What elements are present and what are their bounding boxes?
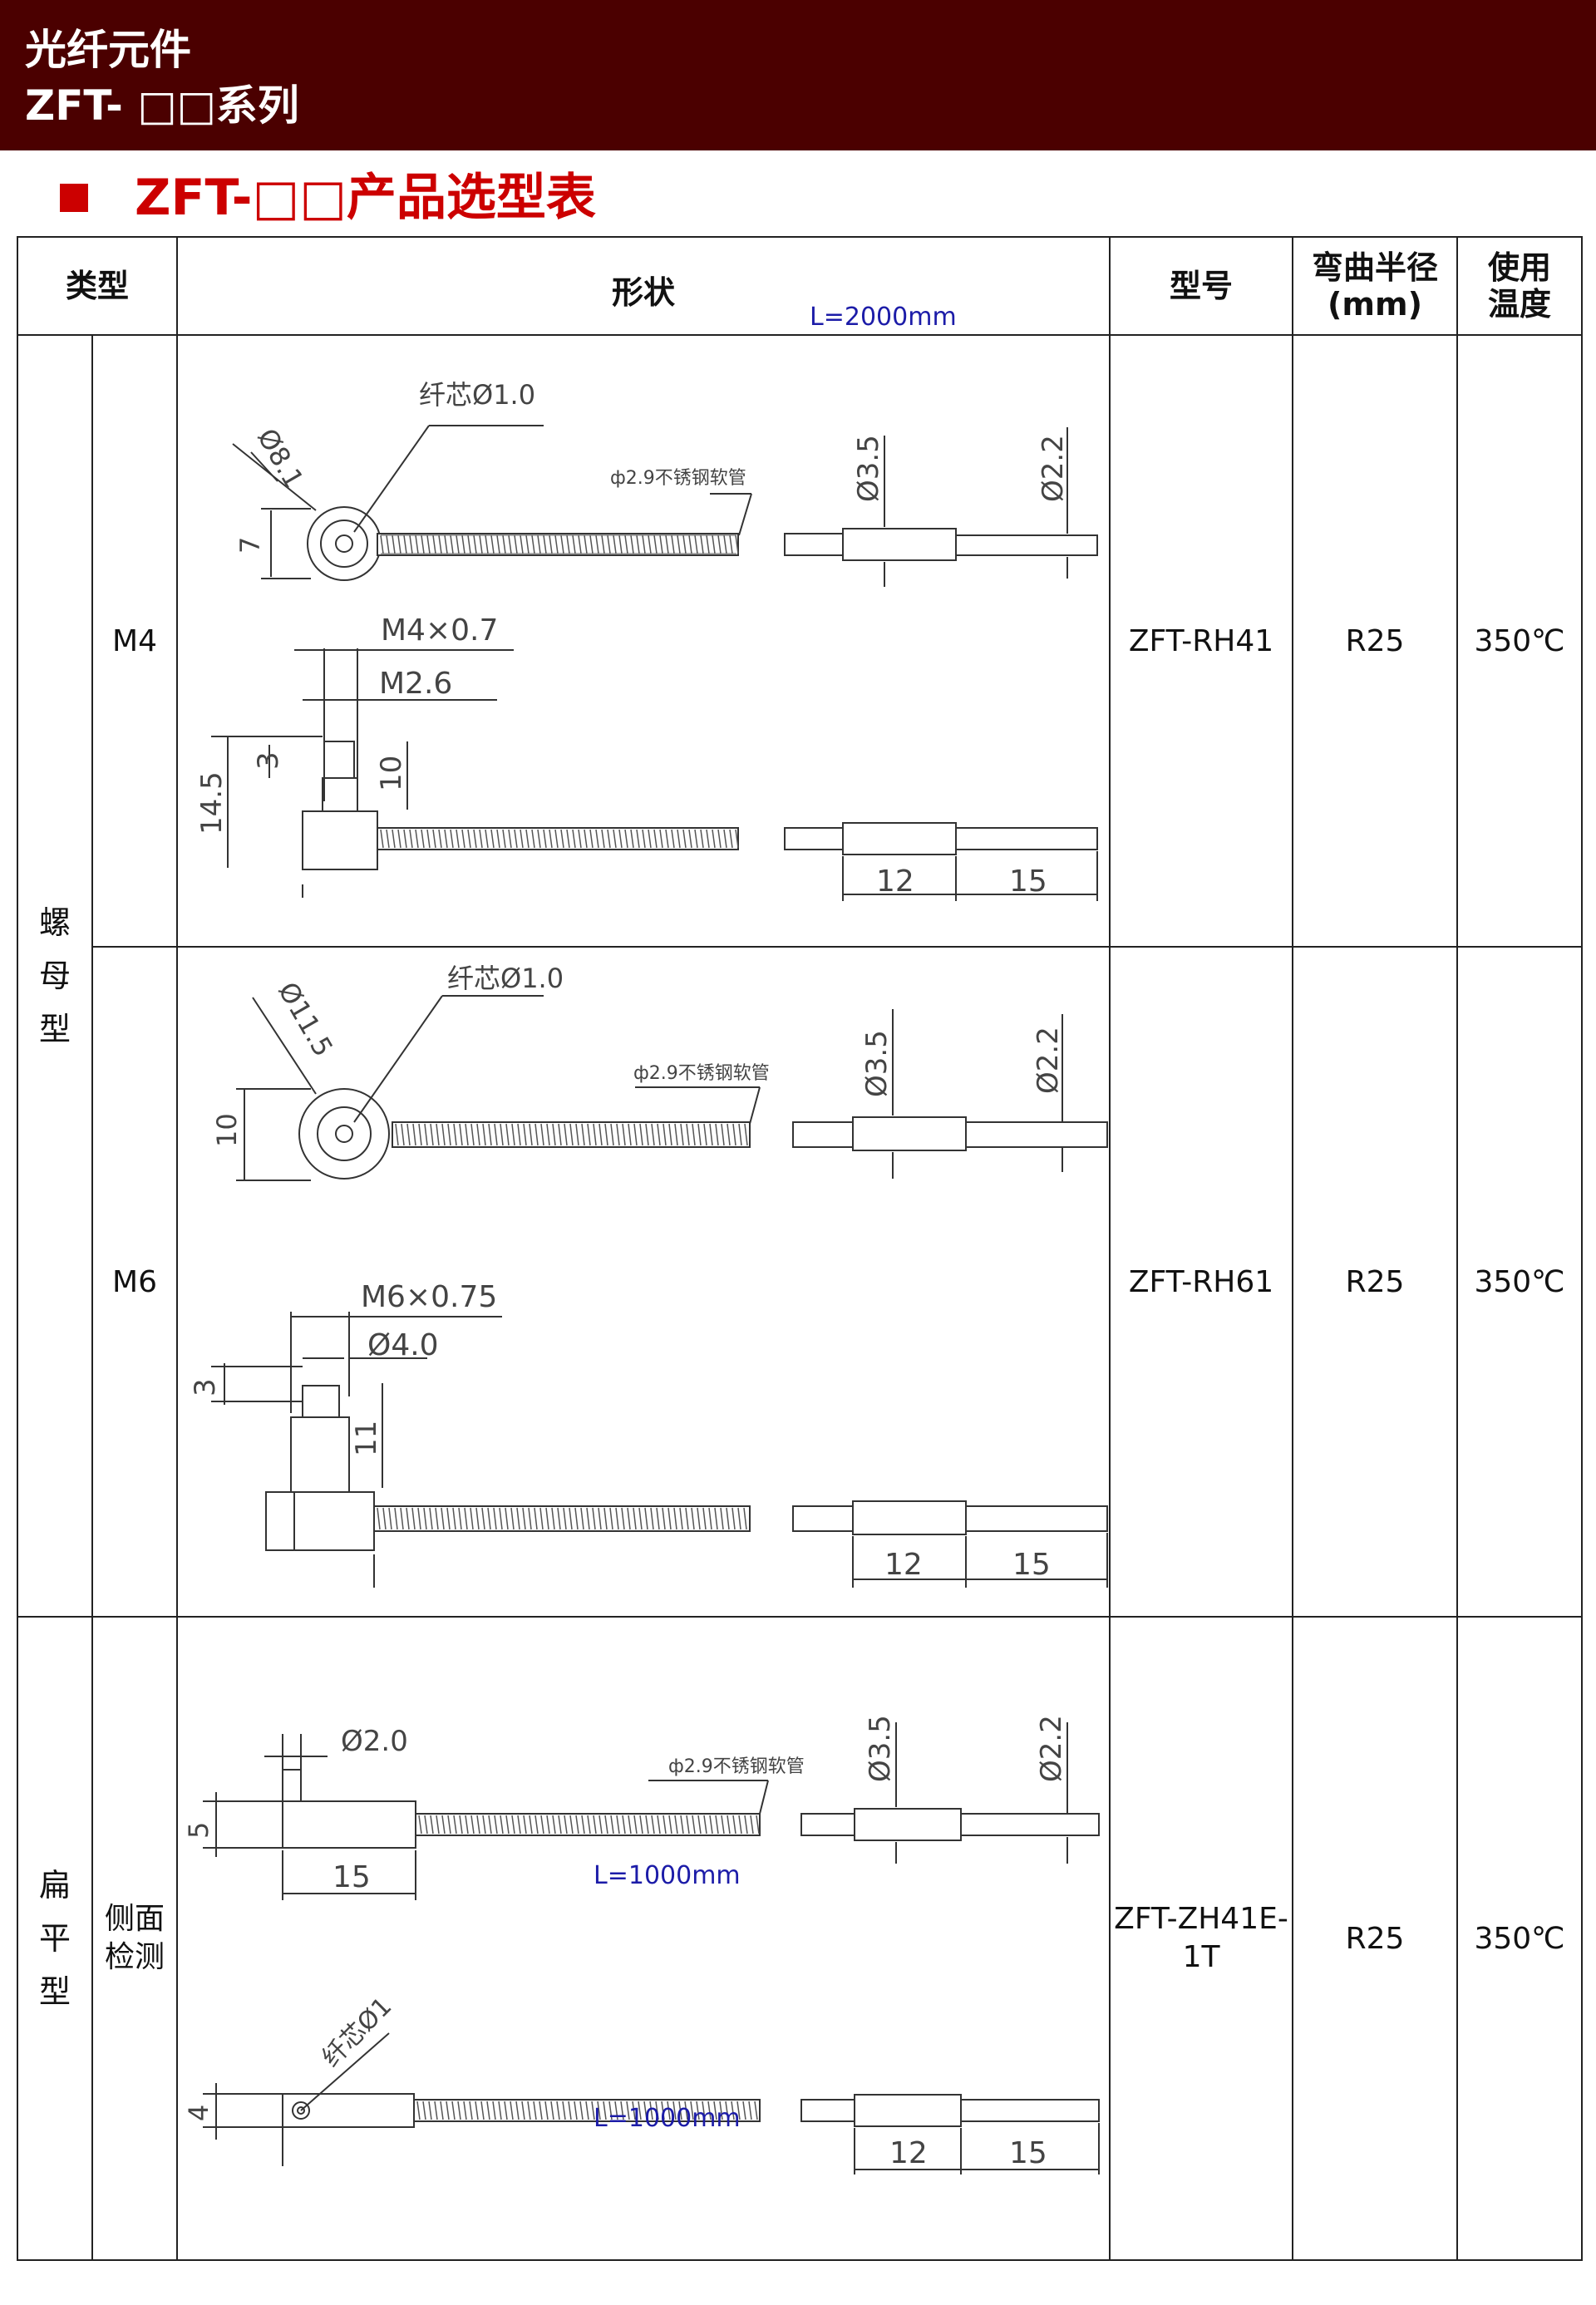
flat-body-top — [282, 1800, 417, 1849]
m4-tip-dia-label: Ø2.2 — [1037, 435, 1070, 502]
m6-tip-len-label: 3 — [189, 1378, 222, 1396]
m6-nut-height-label: 10 — [211, 1113, 243, 1147]
flat-length-note-2: L=1000mm — [594, 2104, 741, 2133]
section-heading: ZFT-□□产品选型表 — [60, 169, 596, 227]
subtype-cell: M4 — [91, 334, 179, 948]
table-header-row: 类型 形状 L=2000mm 型号 弯曲半径 (mm) 使用 温度 — [16, 236, 1584, 336]
temperature-cell: 350℃ — [1456, 1616, 1584, 2261]
header-temperature: 使用 温度 — [1456, 236, 1584, 336]
header-type: 类型 — [16, 236, 179, 336]
flat-pin-dia-label: Ø2.0 — [341, 1725, 408, 1758]
group-label: 扁平型 — [39, 1867, 71, 2010]
temperature-cell: 350℃ — [1456, 946, 1584, 1618]
m6-sleeve-len-label: 12 — [884, 1548, 923, 1582]
model-cell: ZFT-RH61 — [1109, 946, 1294, 1618]
table-row: M6 — [17, 946, 1584, 1618]
flat-sleeve-len-label: 12 — [889, 2136, 928, 2170]
m4-sleeve-len-label: 12 — [876, 864, 914, 899]
m6-fiber-core-label: 纤芯Ø1.0 — [447, 963, 564, 994]
group-cell-flat: 扁平型 — [17, 1616, 93, 2261]
m6-tip-dia-label: Ø2.2 — [1032, 1027, 1065, 1094]
group-label: 螺母型 — [39, 904, 71, 1047]
bend-radius-cell: R25 — [1292, 946, 1459, 1618]
flat-tube-label: ф2.9不锈钢软管 — [668, 1756, 805, 1777]
m6-sleeve-top — [852, 1116, 968, 1151]
m4-nut-dia-label: Ø8.1 — [251, 423, 310, 494]
drawing-cell-m6: 纤芯Ø1.0 Ø11.5 10 ф2.9不锈钢软管 Ø3.5 Ø2.2 M6×0… — [176, 946, 1111, 1618]
m4-thread-len-label: 10 — [375, 756, 408, 791]
flat-side-height-label: 4 — [183, 2105, 214, 2121]
page-header: 光纤元件 ZFT- □□系列 — [0, 0, 1596, 150]
m4-tip-len2-label: 15 — [1009, 864, 1047, 899]
m4-technical-drawing: 纤芯Ø1.0 Ø8.1 7 ф2.9不锈钢软管 Ø3.5 Ø2.2 M4×0.7… — [195, 379, 1099, 901]
flat-tip-len2-label: 15 — [1009, 2136, 1047, 2170]
tube-coil-hatching — [380, 829, 739, 849]
flat-sleeve-dia-label: Ø3.5 — [864, 1715, 897, 1782]
m4-sleeve-side — [842, 822, 958, 855]
header-title: 光纤元件 — [25, 26, 191, 74]
m4-nut-side-view — [302, 810, 379, 870]
header-model: 型号 — [1109, 236, 1294, 336]
tube-coil-hatching — [418, 1815, 760, 1835]
drawing-cell-m4: 纤芯Ø1.0 Ø8.1 7 ф2.9不锈钢软管 Ø3.5 Ø2.2 M4×0.7… — [176, 334, 1111, 948]
flat-tip-dia-label: Ø2.2 — [1035, 1715, 1068, 1782]
m6-sleeve-side — [852, 1500, 968, 1535]
header-bend-radius: 弯曲半径 (mm) — [1292, 236, 1459, 336]
tube-coil-hatching — [377, 1507, 747, 1530]
m4-nut-height-label: 7 — [234, 537, 266, 554]
m6-tube-label: ф2.9不锈钢软管 — [633, 1063, 770, 1084]
m4-total-height-label: 14.5 — [195, 771, 229, 835]
model-cell: ZFT-RH41 — [1109, 334, 1294, 948]
m6-nut-side-view — [265, 1491, 376, 1551]
m6-sleeve-dia-label: Ø3.5 — [860, 1030, 894, 1097]
drawing-cell-flat: Ø2.0 5 15 ф2.9不锈钢软管 L=1000mm Ø3.5 Ø2.2 纤… — [176, 1616, 1111, 2261]
m6-thread-label: M6×0.75 — [361, 1280, 497, 1314]
m4-nut-top-view — [307, 506, 382, 581]
m4-tip-len-label: 3 — [252, 751, 285, 770]
model-cell: ZFT-ZH41E- 1T — [1109, 1616, 1294, 2261]
m4-thread-label: M4×0.7 — [381, 613, 498, 648]
m4-sleeve-dia-label: Ø3.5 — [852, 435, 885, 502]
m4-fiber-core-label: 纤芯Ø1.0 — [419, 379, 535, 411]
flat-technical-drawing: Ø2.0 5 15 ф2.9不锈钢软管 L=1000mm Ø3.5 Ø2.2 纤… — [183, 1715, 1101, 2174]
flat-sleeve-top — [854, 1808, 963, 1841]
bullet-square-icon — [60, 184, 88, 212]
header-shape-label: 形状 — [612, 274, 676, 311]
m6-technical-drawing: 纤芯Ø1.0 Ø11.5 10 ф2.9不锈钢软管 Ø3.5 Ø2.2 M6×0… — [189, 963, 1109, 1588]
bend-radius-cell: R25 — [1292, 1616, 1459, 2261]
tube-coil-hatching — [416, 2101, 758, 2120]
subtype-cell: 侧面 检测 — [91, 1616, 179, 2261]
group-cell-nut: 螺母型 — [17, 334, 93, 1618]
flat-body-len-label: 15 — [332, 1860, 371, 1894]
product-selection-table: 类型 形状 L=2000mm 型号 弯曲半径 (mm) 使用 温度 螺母型 M4 — [16, 236, 1584, 2261]
table-row: 扁平型 侧面 检测 — [17, 1616, 1584, 2261]
section-title: ZFT-□□产品选型表 — [135, 169, 596, 227]
m6-nut-top-view — [298, 1088, 391, 1180]
table-row: 螺母型 M4 — [17, 334, 1584, 1618]
header-subtitle: ZFT- □□系列 — [25, 81, 299, 130]
flat-length-note-1: L=1000mm — [594, 1861, 741, 1890]
flat-body-side — [282, 2093, 416, 2128]
m6-inner-label: Ø4.0 — [367, 1328, 439, 1362]
m4-inner-label: M2.6 — [379, 667, 452, 701]
flat-height-label: 5 — [183, 1822, 214, 1839]
tube-coil-hatching — [395, 1123, 748, 1146]
m4-sleeve-top — [842, 528, 958, 561]
m4-tube-label: ф2.9不锈钢软管 — [610, 468, 746, 489]
tube-coil-hatching — [380, 534, 739, 554]
m6-thread-len-label: 11 — [350, 1421, 383, 1456]
flat-sleeve-side — [854, 2094, 963, 2127]
bend-radius-cell: R25 — [1292, 334, 1459, 948]
m6-nut-dia-label: Ø11.5 — [272, 977, 339, 1062]
m6-tip-len2-label: 15 — [1012, 1548, 1051, 1582]
header-shape: 形状 L=2000mm — [176, 236, 1111, 336]
temperature-cell: 350℃ — [1456, 334, 1584, 948]
header-length-note: L=2000mm — [810, 303, 957, 332]
subtype-cell: M6 — [91, 946, 179, 1618]
